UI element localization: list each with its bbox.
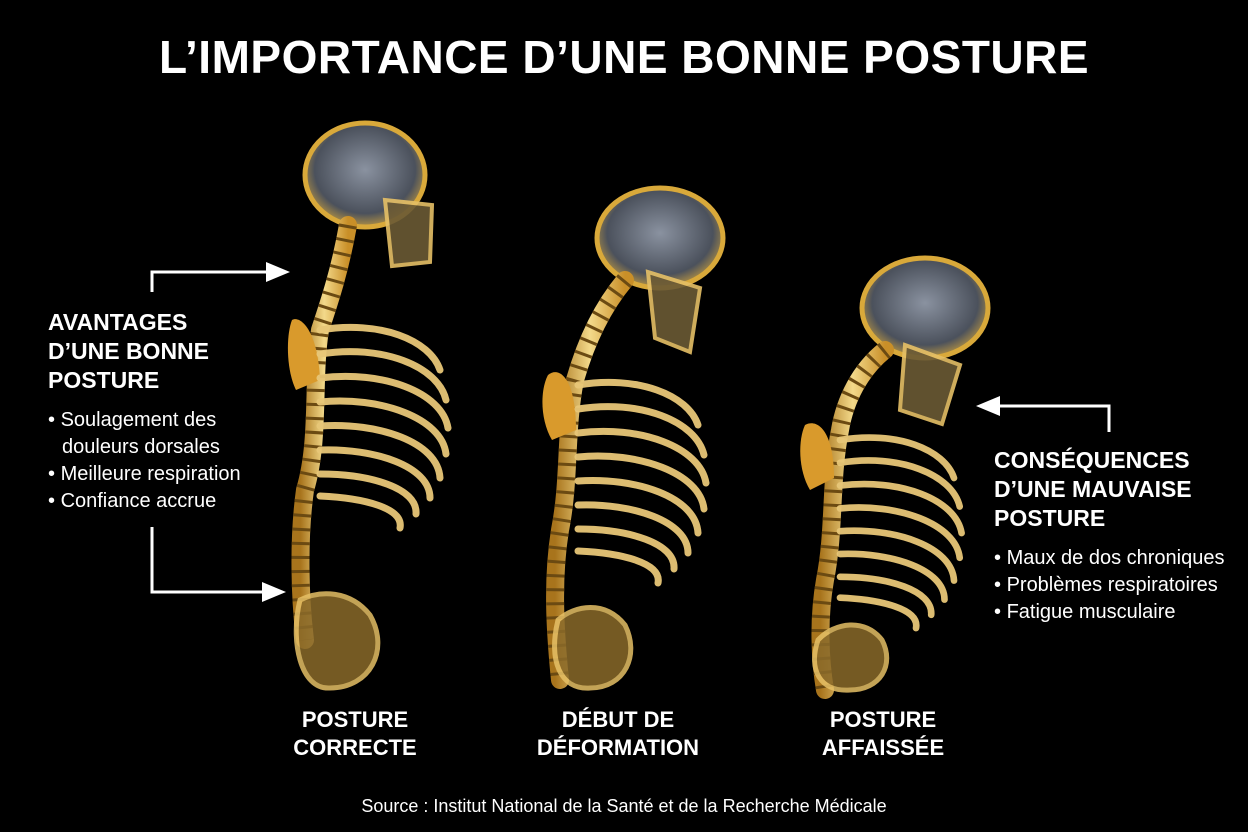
consequences-heading: CONSÉQUENCES D’UNE MAUVAISE POSTURE [994,446,1244,533]
heading-line: POSTURE [48,367,160,393]
caption-early-deformation: DÉBUT DE DÉFORMATION [518,706,718,762]
list-item: Soulagement des douleurs dorsales [48,407,288,461]
heading-line: CONSÉQUENCES [994,447,1190,473]
pelvis [552,605,634,691]
benefits-list: Soulagement des douleurs dorsales Meille… [48,407,288,515]
vertebrae [291,223,357,642]
pelvis [812,622,890,693]
heading-line: AVANTAGES [48,309,188,335]
rib-cage [840,438,962,629]
arrow-left-icon [994,404,1111,432]
arrow-right-icon [262,582,286,602]
skeleton-correct-posture [287,120,448,691]
list-item: Problèmes respiratoires [994,572,1244,599]
benefits-panel: AVANTAGES D’UNE BONNE POSTURE Soulagemen… [48,308,288,515]
caption-line: POSTURE [301,707,409,732]
consequences-list: Maux de dos chroniques Problèmes respira… [994,545,1244,626]
caption-correct-posture: POSTURE CORRECTE [255,706,455,762]
list-item: Maux de dos chroniques [994,545,1244,572]
jaw [897,342,963,427]
jaw [645,269,703,355]
caption-line: CORRECTE [293,735,417,760]
list-item: Fatigue musculaire [994,599,1244,626]
scapula [542,372,576,440]
heading-line: D’UNE MAUVAISE [994,476,1192,502]
list-item: Meilleure respiration [48,461,288,488]
arrow-right-icon [150,270,272,292]
skeleton-early-deformation [542,185,726,691]
page-title: L’IMPORTANCE D’UNE BONNE POSTURE [158,31,1090,83]
spine [546,271,634,689]
caption-line: DÉBUT DE [561,707,675,732]
rib-cage [578,382,706,583]
arrow-right-icon [266,262,290,282]
rib-cage [320,327,448,528]
caption-slumped-posture: POSTURE AFFAISSÉE [783,706,983,762]
scapula [800,423,834,490]
caption-line: AFFAISSÉE [821,735,945,760]
caption-line: DÉFORMATION [536,735,700,760]
source-note: Source : Institut National de la Santé e… [361,796,887,816]
skull [594,185,726,291]
arrow-right-icon [150,527,266,594]
benefits-heading: AVANTAGES D’UNE BONNE POSTURE [48,308,288,395]
scapula [287,319,320,390]
skeleton-slumped-posture [800,255,991,699]
jaw [382,197,435,269]
heading-line: D’UNE BONNE [48,338,210,364]
pelvis [293,591,381,691]
arrow-left-icon [976,396,1000,416]
heading-line: POSTURE [994,505,1106,531]
list-item: Confiance accrue [48,488,288,515]
consequences-panel: CONSÉQUENCES D’UNE MAUVAISE POSTURE Maux… [994,446,1244,626]
caption-line: POSTURE [829,707,937,732]
